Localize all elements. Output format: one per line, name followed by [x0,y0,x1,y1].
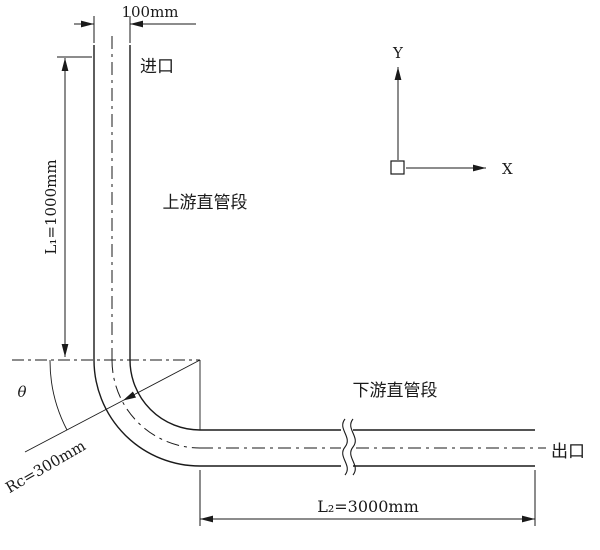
pipe-break-gap [341,424,353,470]
pipe-break-squiggle-left [342,418,348,476]
inlet-label: 进口 [140,57,174,77]
bend-outer-wall-arc [93,359,201,467]
upstream-section-label: 上游直管段 [163,193,248,213]
bend-inner-wall-arc [129,359,201,431]
bend-radius-label: Rc=300mm [2,437,88,497]
bend-angle-arc [49,359,68,431]
upstream-length-label: L₁=1000mm [42,159,60,254]
outlet-label: 出口 [551,442,585,462]
pipe-break-squiggle-right [350,418,356,476]
downstream-section-label: 下游直管段 [353,381,438,401]
bend-angle-label: θ [17,383,26,401]
pipe-width-label: 100mm [121,3,178,21]
bend-radius-leader-line [24,400,124,453]
y-axis-label: Y [392,44,404,62]
x-axis-label: X [502,160,513,178]
bend-radius-arrow-line [122,359,201,401]
downstream-length-label: L₂=3000mm [317,497,419,516]
origin-marker [390,160,405,175]
